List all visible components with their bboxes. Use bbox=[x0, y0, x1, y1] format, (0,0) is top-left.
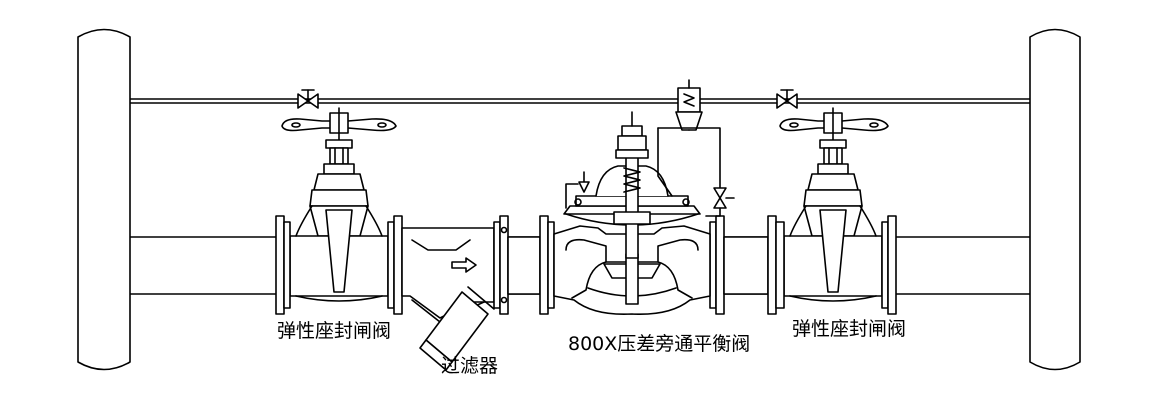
right-gate-valve bbox=[768, 108, 896, 314]
left-gate-valve-label: 弹性座封闸阀 bbox=[277, 320, 392, 342]
arrow-right-icon bbox=[452, 258, 476, 272]
pressure-sensing-line bbox=[130, 99, 1030, 103]
left-header-pipe bbox=[78, 30, 130, 370]
left-gate-valve bbox=[276, 108, 402, 314]
y-strainer bbox=[402, 216, 508, 370]
right-gate-valve-label: 弹性座封闸阀 bbox=[792, 318, 907, 340]
outlet-spool bbox=[724, 237, 768, 294]
strainer-label: 过滤器 bbox=[441, 355, 499, 377]
main-valve-label: 800X压差旁通平衡阀 bbox=[568, 333, 751, 355]
main-balance-valve bbox=[540, 80, 734, 314]
sensing-needle-valve-right bbox=[777, 90, 797, 108]
sensing-needle-valve-left bbox=[298, 90, 318, 108]
spool-piece bbox=[508, 237, 540, 294]
right-header-pipe bbox=[1030, 30, 1080, 370]
